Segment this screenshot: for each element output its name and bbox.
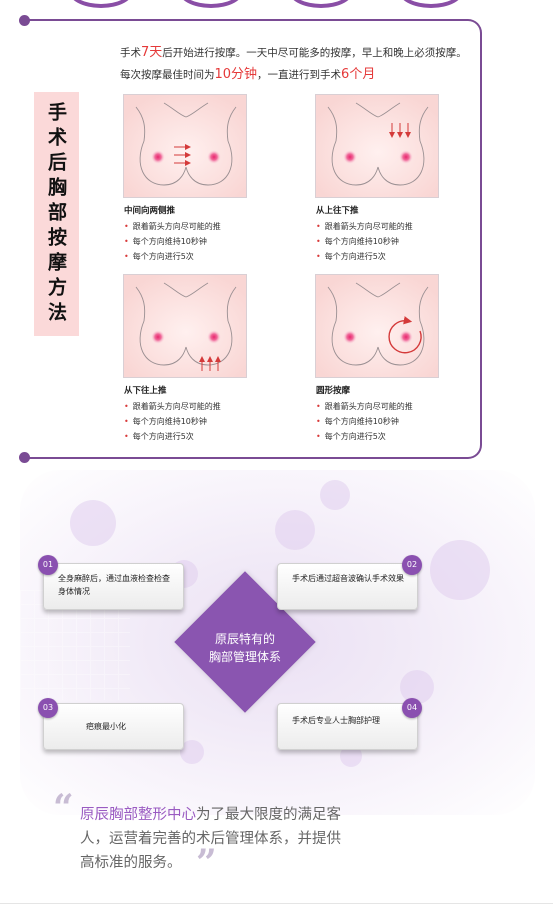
method-bullet: •每个方向进行5次: [124, 252, 194, 261]
decorative-arc: [288, 0, 354, 8]
management-card-1: 全身麻醉后，通过血液检查检查身体情况: [43, 563, 184, 610]
method-bullet: •每个方向维持10秒钟: [124, 417, 207, 426]
management-background: [20, 470, 535, 815]
management-card-4: 手术后专业人士胸部护理: [277, 703, 418, 750]
center-line-1: 原辰特有的: [214, 632, 275, 646]
method-bullet: •每个方向维持10秒钟: [124, 237, 207, 246]
method-bullet: •每个方向维持10秒钟: [316, 237, 399, 246]
statement-line-3: 高标准的服务。: [80, 855, 182, 871]
massage-illustration-circular: [315, 274, 439, 378]
method-title: 从上往下推: [316, 206, 359, 216]
card-text: 手术后专业人士胸部护理: [292, 716, 380, 725]
massage-intro: 手术7天后开始进行按摩。一天中尽可能多的按摩，早上和晚上必须按摩。 每次按摩最佳…: [120, 42, 480, 86]
background-bubble: [340, 745, 362, 767]
background-bubble: [320, 480, 350, 510]
frame-dot-bottom: [19, 452, 30, 463]
top-decoration: [0, 0, 553, 10]
frame-corner: [454, 19, 482, 47]
massage-illustration-top-down: [315, 94, 439, 198]
card-number-badge: 01: [38, 555, 58, 575]
management-card-3: 疤痕最小化: [43, 703, 184, 750]
massage-illustration-bottom-up: [123, 274, 247, 378]
side-title: 手术后胸部按摩方法: [34, 92, 79, 336]
management-statement: 原辰胸部整形中心为了最大限度的满足客 人，运营着完善的术后管理体系，并提供 高标…: [80, 803, 390, 875]
decorative-arc: [68, 0, 134, 8]
card-number-badge: 02: [402, 555, 422, 575]
background-bubble: [70, 500, 116, 546]
method-bullet: •每个方向维持10秒钟: [316, 417, 399, 426]
decorative-arc: [398, 0, 464, 8]
frame-line: [24, 457, 464, 459]
massage-illustration-center-out: [123, 94, 247, 198]
quote-open-icon: “: [53, 787, 74, 829]
frame-line: [480, 45, 482, 440]
intro-line-2: 每次按摩最佳时间为10分钟，一直进行到手术6个月: [120, 67, 376, 82]
method-bullet: •跟着箭头方向尽可能的推: [124, 222, 221, 231]
intro-line-1: 手术7天后开始进行按摩。一天中尽可能多的按摩，早上和晚上必须按摩。: [120, 45, 467, 60]
card-number-badge: 04: [402, 698, 422, 718]
statement-line-1: 原辰胸部整形中心为了最大限度的满足客: [80, 807, 341, 823]
card-text: 手术后通过超音波确认手术效果: [292, 574, 404, 583]
method-bullet: •每个方向进行5次: [316, 252, 386, 261]
method-caption-1: 中间向两侧推 •跟着箭头方向尽可能的推 •每个方向维持10秒钟 •每个方向进行5…: [124, 204, 221, 264]
method-bullet: •跟着箭头方向尽可能的推: [316, 222, 413, 231]
background-bubble: [400, 670, 434, 704]
card-text: 疤痕最小化: [86, 722, 126, 731]
statement-line-2: 人，运营着完善的术后管理体系，并提供: [80, 831, 341, 847]
method-caption-4: 圆形按摩 •跟着箭头方向尽可能的推 •每个方向维持10秒钟 •每个方向进行5次: [316, 384, 413, 444]
method-title: 从下往上推: [124, 386, 167, 396]
management-card-2: 手术后通过超音波确认手术效果: [277, 563, 418, 610]
center-line-2: 胸部管理体系: [208, 650, 281, 664]
center-diamond-label: 原辰特有的 胸部管理体系: [180, 630, 310, 666]
quote-close-icon: ”: [196, 842, 217, 884]
method-caption-2: 从上往下推 •跟着箭头方向尽可能的推 •每个方向维持10秒钟 •每个方向进行5次: [316, 204, 413, 264]
method-bullet: •跟着箭头方向尽可能的推: [124, 402, 221, 411]
card-text: 全身麻醉后，通过血液检查检查身体情况: [58, 574, 170, 596]
card-number-badge: 03: [38, 698, 58, 718]
method-bullet: •跟着箭头方向尽可能的推: [316, 402, 413, 411]
method-caption-3: 从下往上推 •跟着箭头方向尽可能的推 •每个方向维持10秒钟 •每个方向进行5次: [124, 384, 221, 444]
background-bubble: [180, 740, 204, 764]
frame-corner: [454, 431, 482, 459]
method-title: 中间向两侧推: [124, 206, 176, 216]
frame-line: [24, 19, 464, 21]
method-bullet: •每个方向进行5次: [316, 432, 386, 441]
method-title: 圆形按摩: [316, 386, 351, 396]
background-bubble: [275, 510, 315, 550]
footer-divider: [0, 903, 553, 904]
background-bubble: [430, 540, 490, 600]
decorative-arc: [178, 0, 244, 8]
side-title-text: 手术后胸部按摩方法: [45, 101, 67, 327]
method-bullet: •每个方向进行5次: [124, 432, 194, 441]
